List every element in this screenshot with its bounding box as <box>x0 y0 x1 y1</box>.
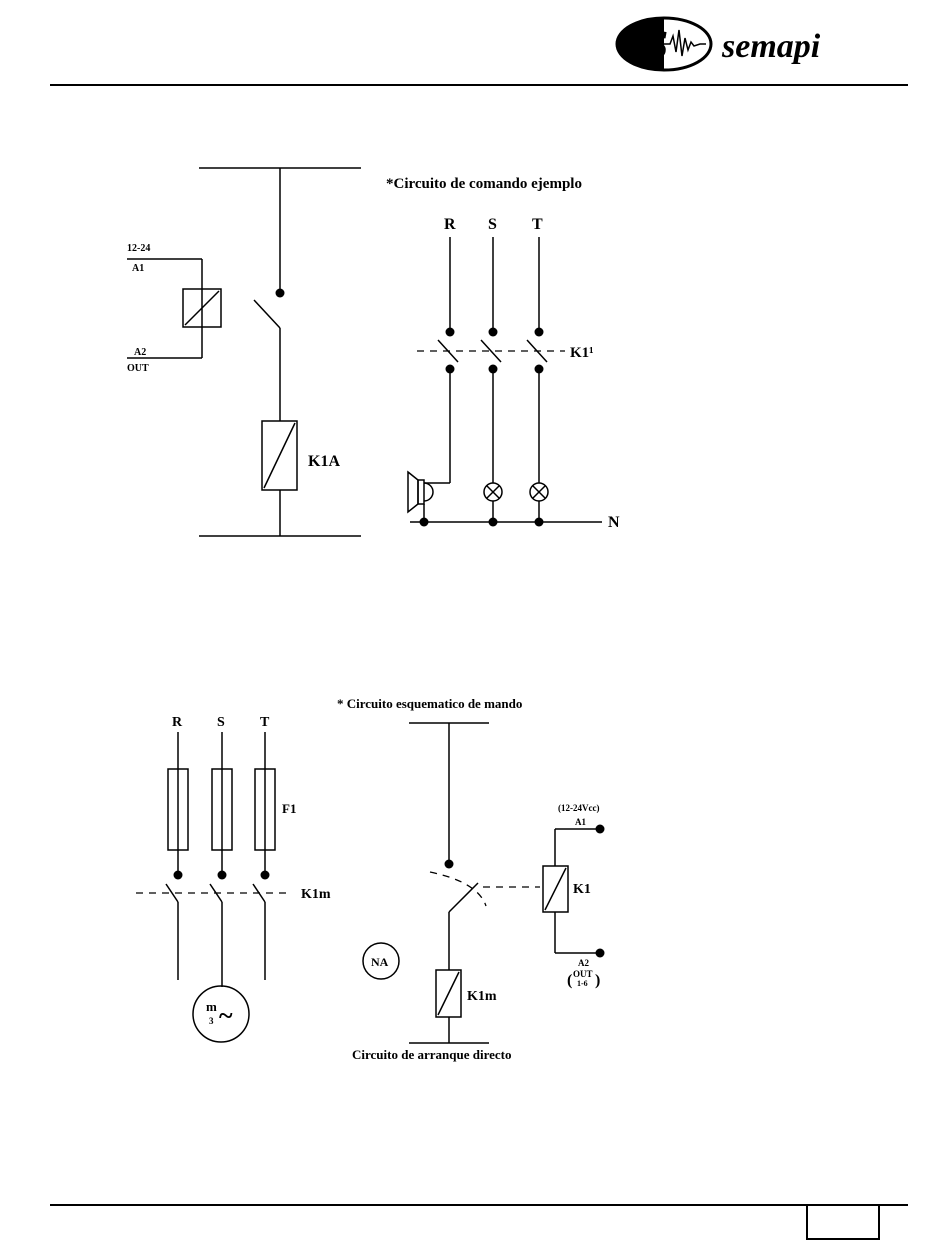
supply-vcc: (12-24Vcc) <box>558 803 599 813</box>
diagram2-power-circuit <box>136 732 292 1042</box>
motor-ac: ~ <box>219 1001 233 1030</box>
page-number-box <box>807 1205 879 1239</box>
coil-label-k1a: K1A <box>308 453 340 470</box>
diagram1-control-circuit <box>127 168 361 536</box>
phase-t-2: T <box>260 715 270 730</box>
coil-label-k1m: K1m <box>467 989 497 1004</box>
phase-s-2: S <box>217 715 225 730</box>
supply-label: 12-24 <box>127 243 150 254</box>
phase-t: T <box>532 216 543 233</box>
diagram1-title: *Circuito de comando ejemplo <box>386 176 582 192</box>
terminal-a1-2: A1 <box>575 817 586 827</box>
out-label-2: OUT <box>573 969 593 979</box>
svg-text:(: ( <box>567 972 572 989</box>
relay-label-k1: K1 <box>573 882 591 897</box>
svg-text:): ) <box>595 972 600 989</box>
fuse-label: F1 <box>282 801 296 816</box>
neutral-label: N <box>608 514 620 531</box>
contact-label-k1: K1¹ <box>570 345 594 361</box>
terminal-a2: A2 <box>134 347 146 358</box>
phase-s: S <box>488 216 497 233</box>
terminal-a1: A1 <box>132 263 144 274</box>
contact-label-k1m: K1m <box>301 887 331 902</box>
terminal-a2-2: A2 <box>578 958 589 968</box>
phase-r-2: R <box>172 715 183 730</box>
out-label: OUT <box>127 363 149 374</box>
diagram2-title: * Circuito esquematico de mando <box>337 696 522 711</box>
diagram1-power-circuit <box>408 237 602 527</box>
phase-r: R <box>444 216 456 233</box>
motor-phases: 3 <box>209 1016 214 1026</box>
na-label: NA <box>371 955 389 969</box>
brand-logo: S <box>617 18 711 70</box>
motor-m: m <box>206 999 217 1014</box>
out-range: 1-6 <box>577 979 588 988</box>
diagram2-caption: Circuito de arranque directo <box>352 1047 511 1062</box>
brand-name: semapi <box>721 28 821 65</box>
